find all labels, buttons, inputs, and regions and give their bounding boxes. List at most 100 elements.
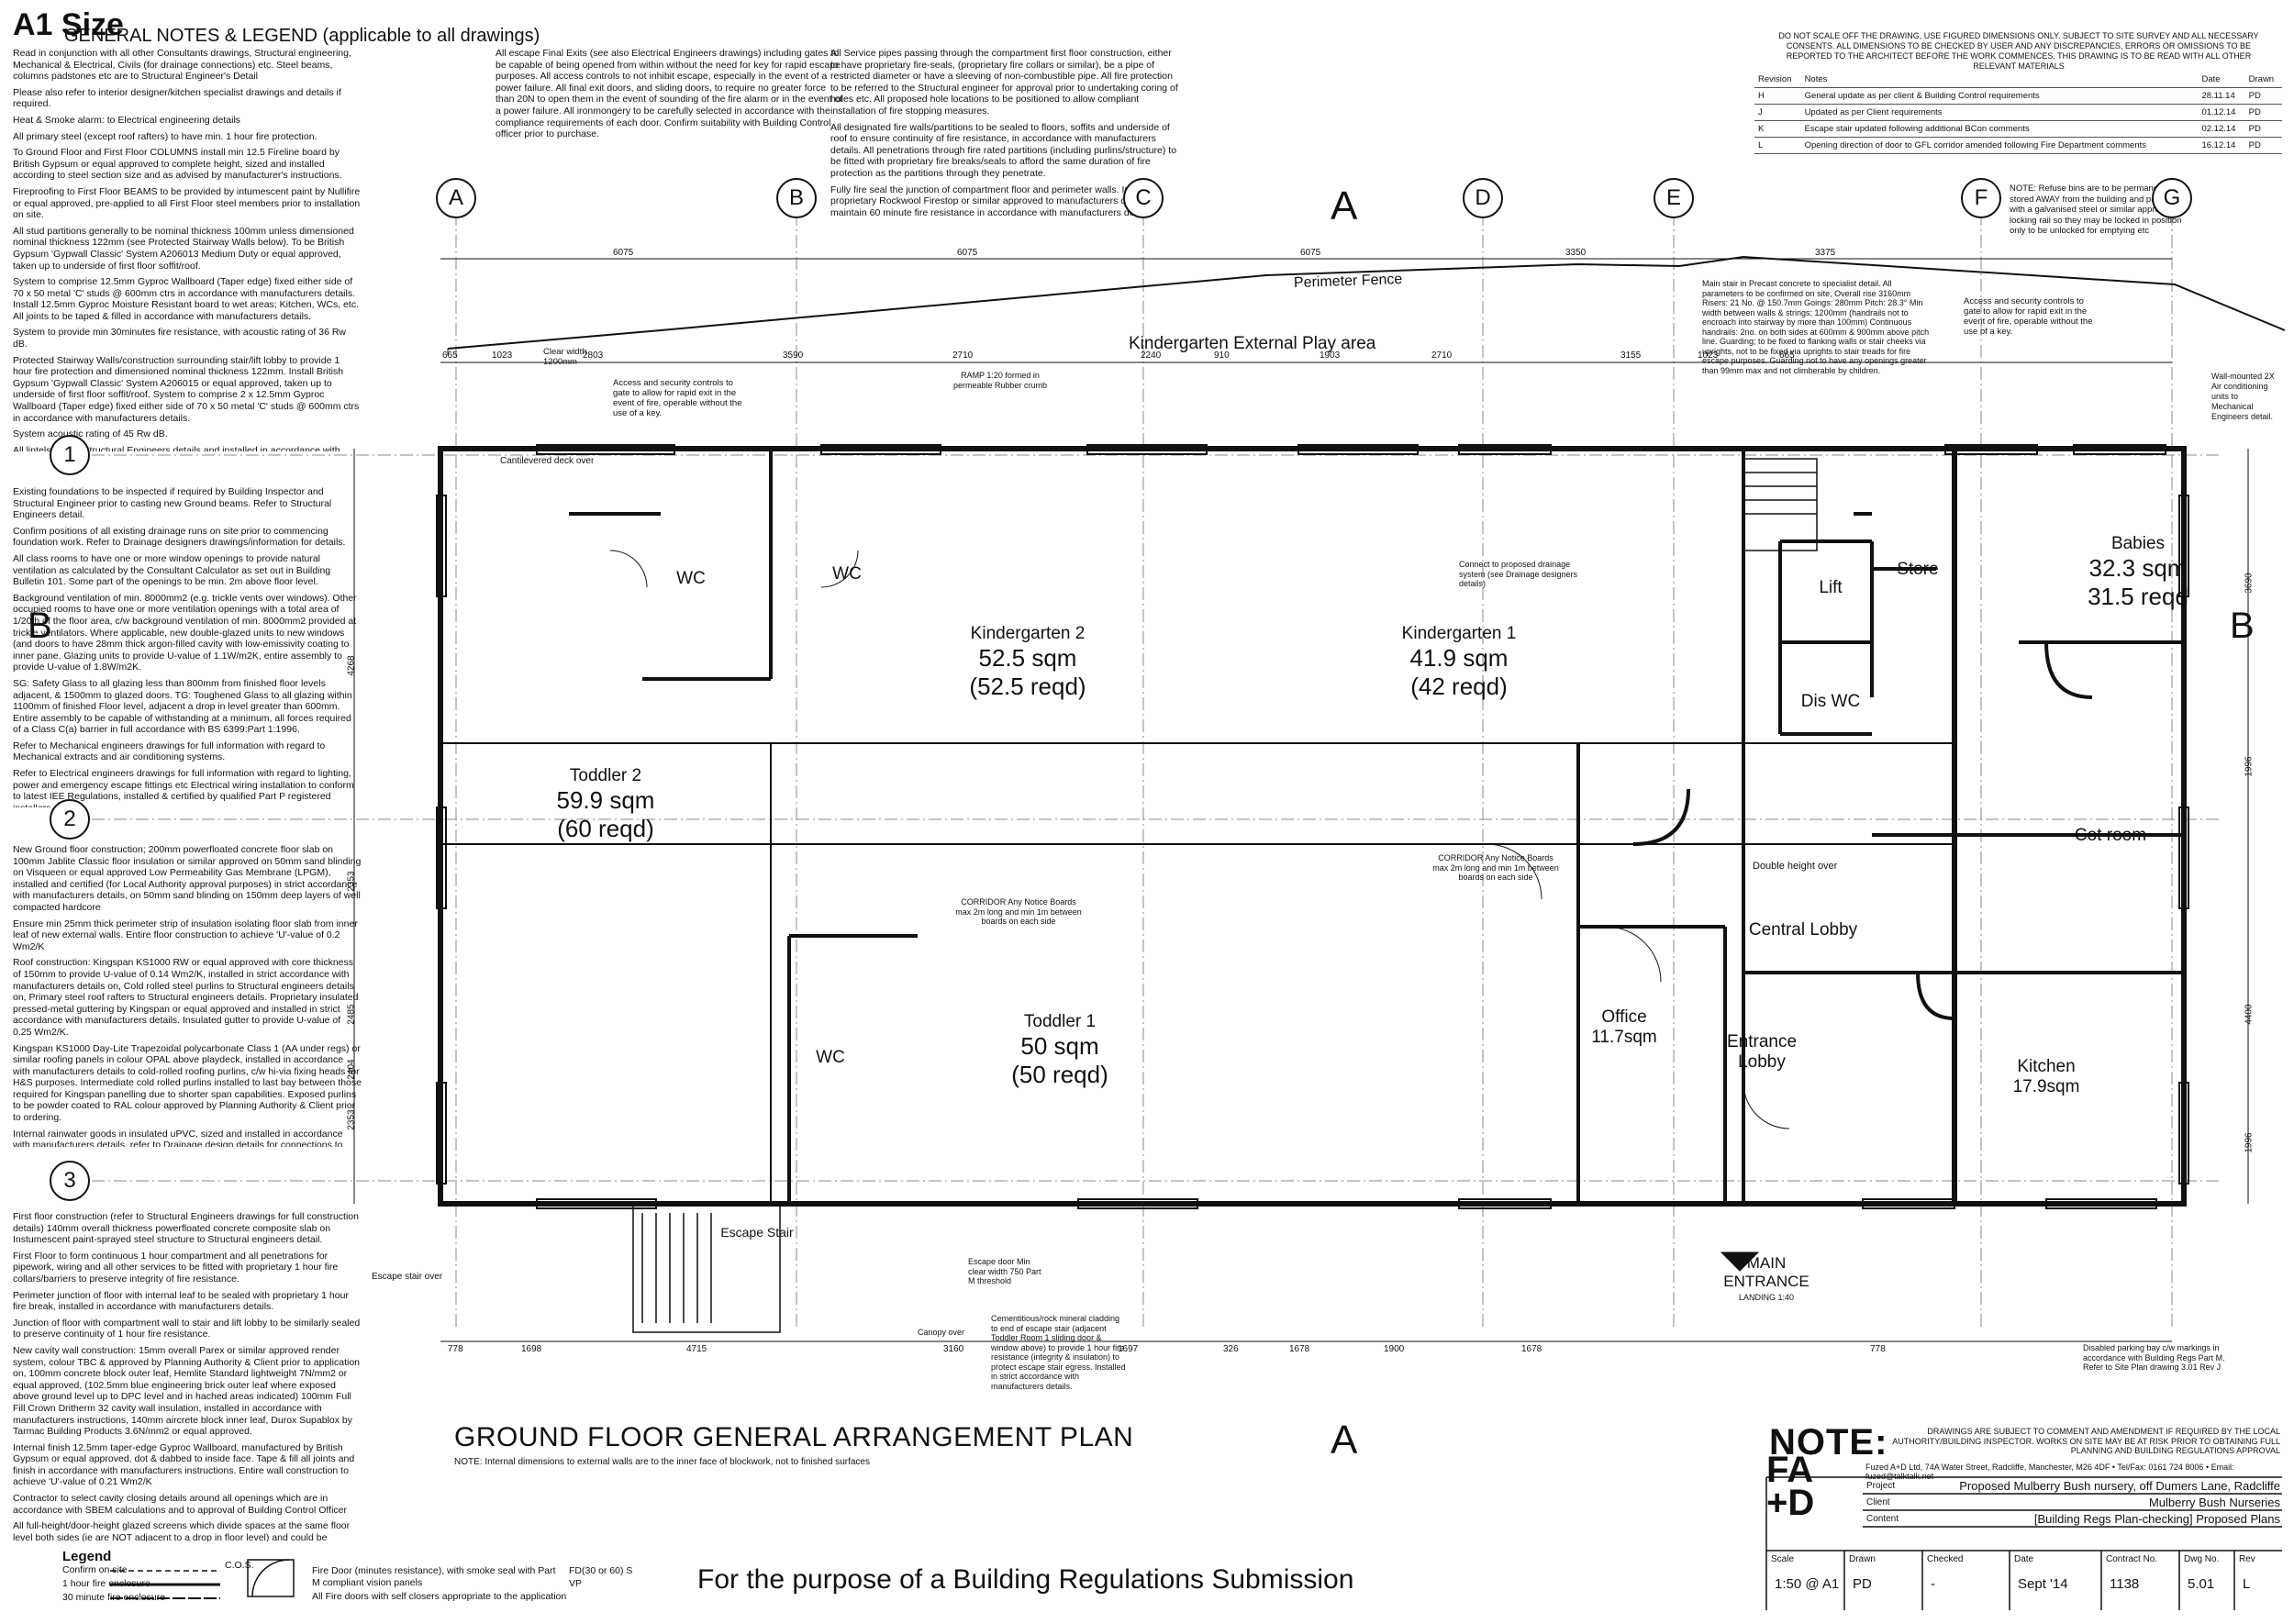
room-lift: Lift — [1819, 578, 1843, 597]
room-wc-b: WC — [832, 564, 862, 584]
note-paragraph: Existing foundations to be inspected if … — [13, 486, 335, 521]
sheet-size-label: A1 Size — [13, 7, 124, 42]
dimension-label: 1678 — [1289, 1344, 1310, 1354]
revision-cell: PD — [2244, 120, 2282, 138]
grid-bubble-3: 3 — [50, 1161, 90, 1201]
legend-vp: VP — [569, 1578, 583, 1589]
note-paragraph: Protected Stairway Walls/construction su… — [13, 354, 362, 424]
note-paragraph: Read in conjunction with all other Consu… — [13, 48, 354, 83]
room-babies: Babies 32.3 sqm 31.5 reqd — [2074, 534, 2202, 611]
refuse-note: NOTE: Refuse bins are to be permanently … — [2010, 184, 2182, 236]
room-toddler-2: Toddler 2 59.9 sqm (60 reqd) — [514, 766, 697, 843]
note-access-gate-left: Access and security controls to gate to … — [613, 378, 742, 418]
title-block-field-label: Date — [2014, 1554, 2034, 1564]
general-notes-col1b: Existing foundations to be inspected if … — [13, 486, 362, 807]
note-paragraph: First Floor to form continuous 1 hour co… — [13, 1250, 341, 1285]
grid-bubble-g: G — [2152, 178, 2192, 218]
dimension-label: 4268 — [346, 655, 357, 676]
main-entrance-label: MAIN ENTRANCE — [1723, 1254, 1810, 1290]
room-area: 50 sqm — [1020, 1032, 1099, 1060]
dimension-label: 1996 — [2244, 1132, 2255, 1153]
note-paragraph: SG: Safety Glass to all glazing less tha… — [13, 677, 355, 736]
company-details: Fuzed A+D Ltd, 74A Water Street, Radclif… — [1865, 1463, 2234, 1481]
room-required: (52.5 reqd) — [969, 673, 1086, 700]
revision-cell: 16.12.14 — [2198, 137, 2245, 154]
room-name: Kitchen — [2017, 1057, 2076, 1076]
title-block-field-value: Sept '14 — [2018, 1576, 2068, 1592]
room-store: Store — [1897, 560, 1939, 579]
dimension-label: 6075 — [613, 248, 634, 258]
grid-bubble-a: A — [436, 178, 476, 218]
note-disabled-bay: Disabled parking bay c/w markings in acc… — [2083, 1343, 2225, 1372]
revision-cell: 01.12.14 — [2198, 104, 2245, 121]
grid-bubble-f: F — [1961, 178, 2001, 218]
general-notes-col1: Read in conjunction with all other Consu… — [13, 48, 362, 451]
title-block-field-label: Scale — [1771, 1554, 1795, 1564]
room-name: Babies — [2110, 534, 2166, 553]
revision-header-cell: Notes — [1800, 72, 2199, 88]
dimension-label: 2710 — [952, 350, 974, 361]
dimension-label: 910 — [1214, 350, 1230, 361]
grid-bubble-e: E — [1654, 178, 1694, 218]
approval-note: DRAWINGS ARE SUBJECT TO COMMENT AND AMEN… — [1892, 1427, 2280, 1455]
note-clear-width: Clear width 1200mm — [543, 347, 587, 367]
revision-cell: PD — [2244, 87, 2282, 105]
title-block-field-label: Drawn — [1849, 1554, 1876, 1564]
room-name: Toddler 2 — [569, 766, 642, 785]
revision-cell: L — [1754, 137, 1801, 154]
section-mark-b-left: B — [28, 606, 52, 646]
general-notes-col1c: New Ground floor construction; 200mm pow… — [13, 844, 362, 1147]
note-paragraph: All Service pipes passing through the co… — [830, 48, 1178, 117]
title-block-field-label: Rev — [2239, 1554, 2255, 1564]
room-required: (60 reqd) — [557, 815, 654, 842]
room-name: Kindergarten 1 — [1401, 624, 1517, 643]
dimension-label: 1903 — [1320, 350, 1341, 361]
legend-title: Legend — [62, 1549, 112, 1564]
grid-bubble-1: 1 — [50, 435, 90, 475]
note-paragraph: Kingspan KS1000 Day-Lite Trapezoidal pol… — [13, 1042, 362, 1124]
revision-cell: 28.11.14 — [2198, 87, 2245, 105]
note-paragraph: Background ventilation of min. 8000mm2 (… — [13, 592, 360, 673]
dimension-label: 6075 — [957, 248, 978, 258]
note-main-stair: Main stair in Precast concrete to specia… — [1702, 279, 1930, 375]
note-paragraph: All primary steel (except roof rafters) … — [13, 130, 317, 142]
room-kindergarten-2: Kindergarten 2 52.5 sqm (52.5 reqd) — [927, 624, 1129, 701]
room-required: 31.5 reqd — [2088, 583, 2188, 610]
note-paragraph: Heat & Smoke alarm: to Electrical engine… — [13, 114, 241, 126]
dimension-label: 778 — [448, 1344, 463, 1354]
room-area: 41.9 sqm — [1409, 644, 1509, 672]
note-paragraph: Roof construction: Kingspan KS1000 RW or… — [13, 957, 362, 1038]
dimension-label: 3350 — [1565, 248, 1587, 258]
title-block-field-value: - — [1931, 1576, 1935, 1592]
legend-fire-door-2: All Fire doors with self closers appropr… — [312, 1591, 567, 1602]
content-value: [Building Regs Plan-checking] Proposed P… — [2033, 1512, 2280, 1526]
section-mark-b-right: B — [2230, 606, 2255, 646]
legend-fd-code: FD(30 or 60) S — [569, 1565, 633, 1576]
dimension-label: 2240 — [1141, 350, 1162, 361]
dimension-label: 778 — [1870, 1344, 1886, 1354]
note-cementitious: Cementitious/rock mineral cladding to en… — [991, 1314, 1126, 1391]
revision-header-cell: Revision — [1754, 72, 1801, 88]
dimension-label: 3690 — [2244, 573, 2255, 594]
legend-item-30min: 30 minute fire enclosure — [62, 1592, 166, 1603]
project-label: Project — [1866, 1481, 1896, 1491]
note-paragraph: Please also refer to interior designer/k… — [13, 86, 344, 110]
dimension-label: 3375 — [1815, 248, 1836, 258]
note-big-label: NOTE: — [1769, 1422, 1888, 1463]
note-paragraph: Internal rainwater goods in insulated uP… — [13, 1128, 343, 1147]
dimension-label: 6075 — [1300, 248, 1321, 258]
grid-bubble-d: D — [1463, 178, 1503, 218]
submission-statement: For the purpose of a Building Regulation… — [697, 1564, 1354, 1595]
note-paragraph: First floor construction (refer to Struc… — [13, 1211, 362, 1246]
title-block-field-label: Contract No. — [2106, 1554, 2158, 1564]
room-required: (42 reqd) — [1410, 673, 1508, 700]
note-paragraph: Contractor to select cavity closing deta… — [13, 1493, 347, 1516]
client-label: Client — [1866, 1497, 1890, 1507]
dimension-label: 2353 — [346, 871, 357, 892]
dimension-label: 1697 — [1118, 1344, 1139, 1354]
title-block-field-label: Dwg No. — [2184, 1554, 2220, 1564]
